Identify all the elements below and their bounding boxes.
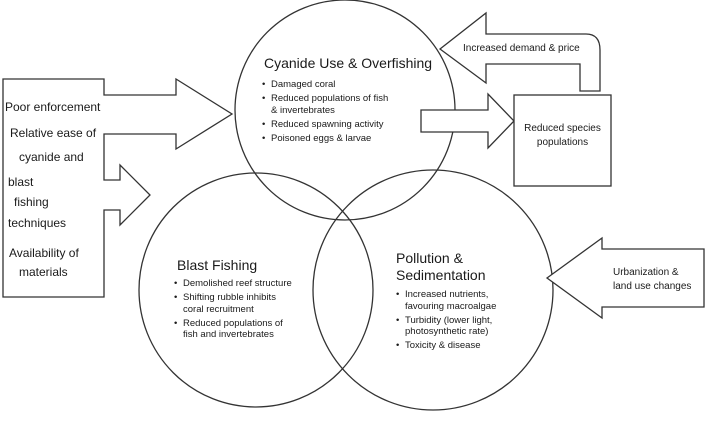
cause-availability-line2: materials <box>19 265 68 279</box>
blast-fishing-title: Blast Fishing <box>177 257 258 273</box>
pollution-effect-continuation: photosynthetic rate) <box>405 326 489 337</box>
blast-effect-item: Shifting rubble inhibits <box>174 292 292 304</box>
cyanide-effects-list: Damaged coral Reduced populations of fis… <box>262 79 388 147</box>
pollution-title-line2: Sedimentation <box>396 267 486 283</box>
cyanide-effect-item-cont: & invertebrates <box>262 105 388 117</box>
blast-effect-continuation: coral recruitment <box>183 303 254 315</box>
demand-arrow-shape <box>438 11 601 92</box>
pollution-effects-list: Increased nutrients, favouring macroalga… <box>396 289 496 354</box>
cyanide-circle-title: Cyanide Use & Overfishing <box>264 55 433 71</box>
cyanide-effect-item: Poisoned eggs & larvae <box>262 133 388 145</box>
cause-ease-line2: cyanide and <box>19 150 84 164</box>
blast-effect-item-cont: coral recruitment <box>174 304 292 316</box>
pollution-effect-item: Turbidity (lower light, <box>396 315 496 327</box>
cyanide-effect-continuation: & invertebrates <box>271 104 335 116</box>
pollution-effect-item: Increased nutrients, <box>396 289 496 301</box>
cause-ease-line5: techniques <box>8 216 67 230</box>
blast-effects-list: Demolished reef structure Shifting rubbl… <box>174 278 292 343</box>
blast-fishing-circle <box>138 172 374 408</box>
pollution-title-line1: Pollution & <box>396 250 463 266</box>
reduced-species-box <box>513 94 612 187</box>
urbanization-arrow-shape <box>545 236 705 320</box>
blast-effect-continuation: fish and invertebrates <box>183 329 274 340</box>
reduced-species-label-line1: Reduced species <box>524 123 601 134</box>
cyanide-effect-item: Reduced populations of fish <box>262 93 388 105</box>
pollution-effect-item-cont: photosynthetic rate) <box>396 326 496 338</box>
urbanization-label-line2: land use changes <box>613 281 692 292</box>
blast-effect-item-cont: fish and invertebrates <box>174 329 292 341</box>
cause-ease-line1: Relative ease of <box>10 126 97 140</box>
pollution-circle <box>312 169 554 411</box>
demand-arrow-label: Increased demand & price <box>463 43 580 54</box>
cause-poor-enforcement: Poor enforcement <box>5 100 101 114</box>
pollution-effect-item-cont: favouring macroalgae <box>396 301 496 313</box>
cause-ease-line3: blast <box>8 175 34 189</box>
cyanide-to-species-arrow <box>420 92 515 150</box>
pollution-effect-item: Toxicity & disease <box>396 340 496 352</box>
cyanide-effect-item: Reduced spawning activity <box>262 119 388 131</box>
pollution-effect-continuation: favouring macroalgae <box>405 300 497 312</box>
cyanide-effect-item: Damaged coral <box>262 79 388 91</box>
cause-availability-line1: Availability of <box>9 246 79 260</box>
left-causes-box <box>2 77 234 298</box>
urbanization-label-line1: Urbanization & <box>613 267 679 278</box>
cause-ease-line4: fishing <box>14 195 49 209</box>
blast-effect-item: Reduced populations of <box>174 318 292 330</box>
blast-effect-item: Demolished reef structure <box>174 278 292 290</box>
reduced-species-label-line2: populations <box>536 137 589 148</box>
